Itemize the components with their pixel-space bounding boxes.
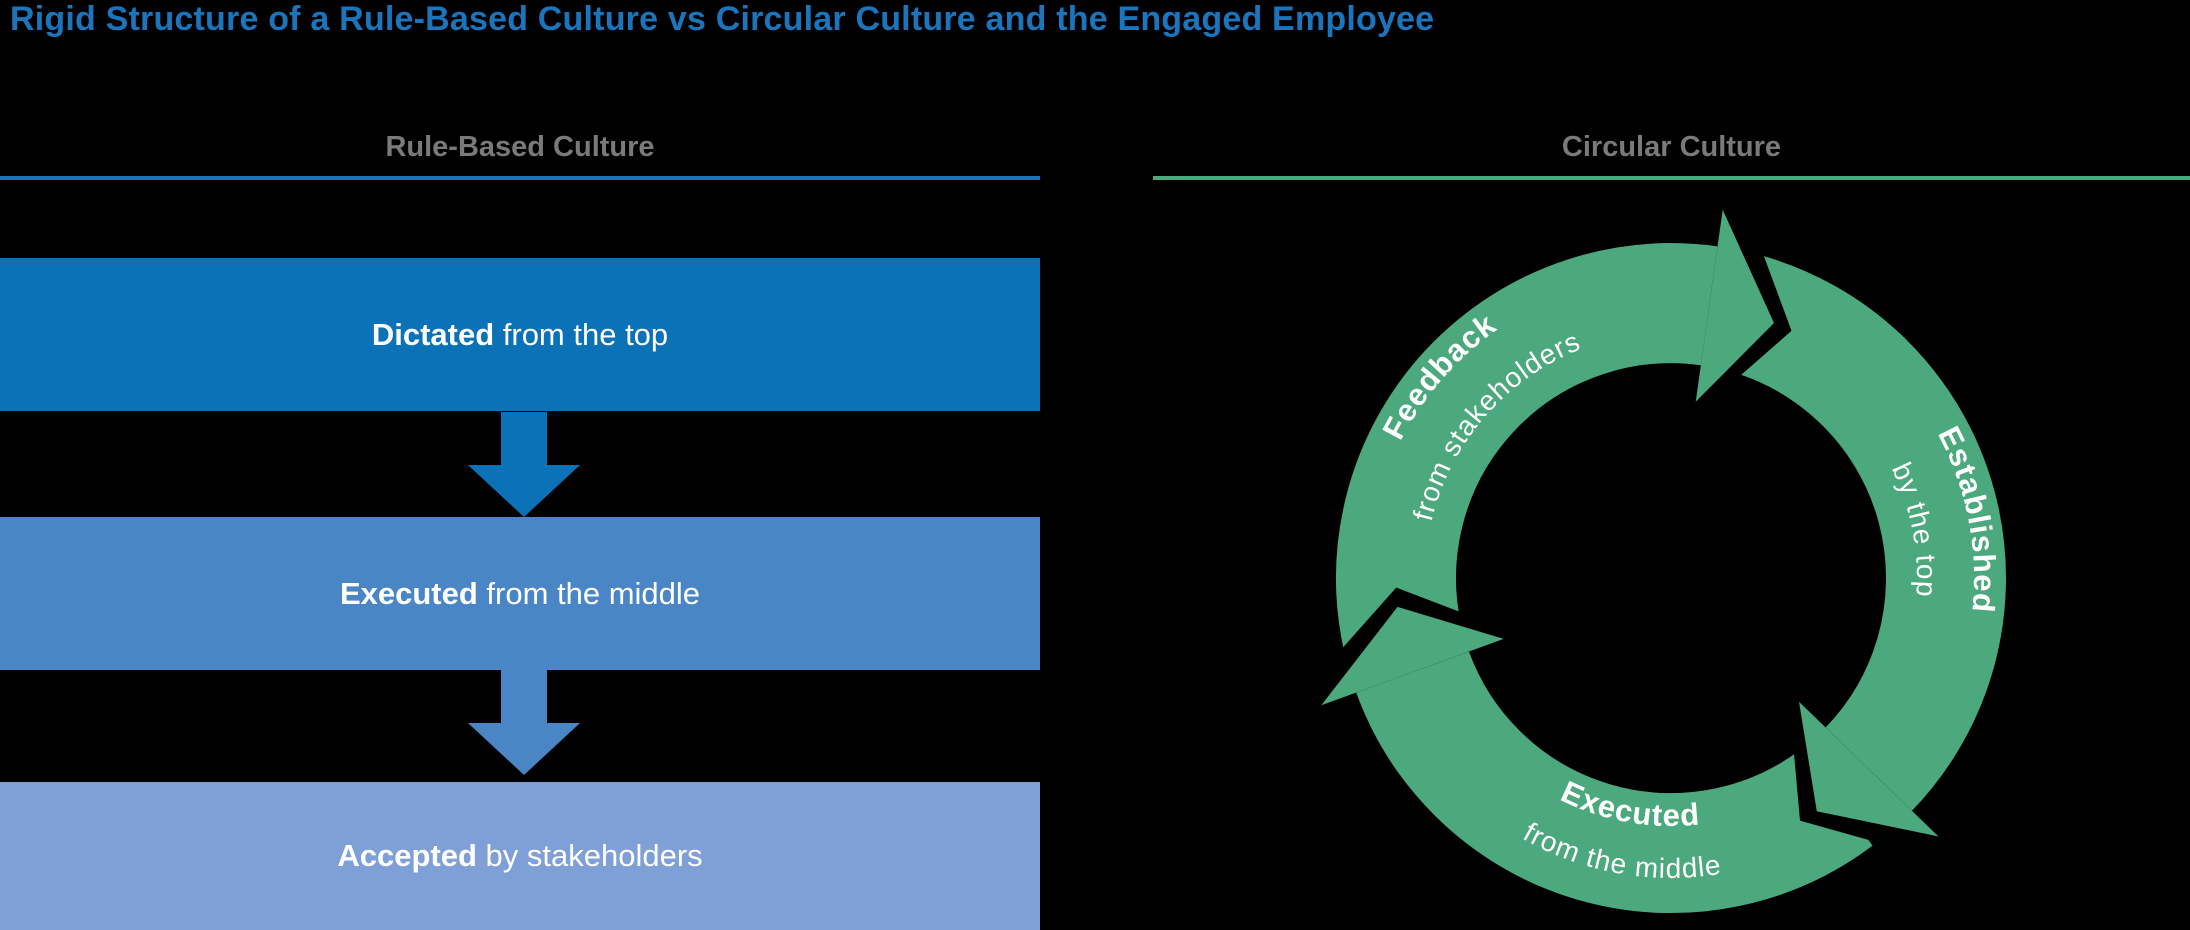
page-title: Rigid Structure of a Rule-Based Culture … [10,0,1435,38]
down-arrow-head [468,465,580,517]
bar-accepted: Accepted by stakeholders [0,782,1040,930]
down-arrow-stem [501,670,547,723]
down-arrow-2 [468,670,580,775]
right-column-header: Circular Culture [1561,131,1782,163]
down-arrow-head [468,723,580,775]
bar-executed-bold: Executed [339,576,478,611]
cycle-segment-executed [1356,650,1873,914]
left-column-header: Rule-Based Culture [385,131,655,163]
bar-dictated-rest: from the top [494,317,669,352]
down-arrow-1 [468,412,580,517]
bar-accepted-bold: Accepted [337,838,477,873]
right-column-rule [1153,176,2190,180]
cycle-arrowhead-left [1321,606,1504,706]
left-column-rule [0,176,1040,180]
bar-executed: Executed from the middle [0,517,1040,670]
cycle-segment-established [1729,256,2006,811]
cycle-segment-feedback [1336,243,1718,648]
bar-dictated-bold: Dictated [371,317,495,352]
cycle-arrowhead-top [1695,209,1774,402]
down-arrow-stem [501,412,547,465]
bar-dictated: Dictated from the top [0,258,1040,411]
bar-executed-rest: from the middle [477,576,701,611]
bar-accepted-rest: by stakeholders [476,838,703,873]
cycle-arrowhead-right [1799,701,1939,837]
